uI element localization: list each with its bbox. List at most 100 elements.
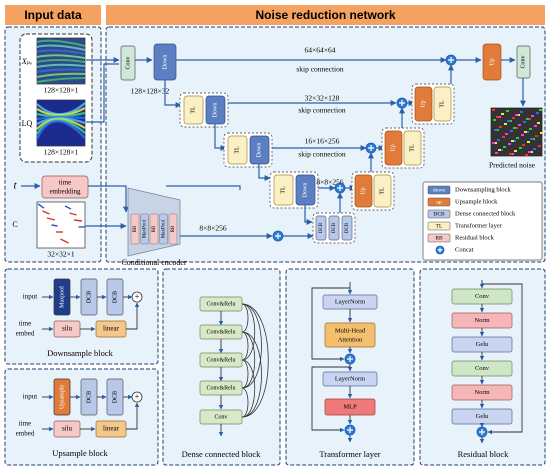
tl3-block: [227, 135, 248, 165]
xp-label: Xₚₒ: [21, 57, 33, 66]
xp-image-texture: [36, 72, 86, 78]
dense-skip-0-4: [241, 303, 269, 418]
legend-tag-tl: TL: [436, 223, 443, 229]
conv-in-label: Conv: [125, 56, 131, 69]
legend-label-0: Downsampling block: [455, 186, 512, 193]
noise-pixel: [502, 136, 505, 138]
upsample-dcb2-label: DCB: [112, 391, 118, 403]
down3-label: Down: [256, 143, 262, 158]
dense-convrelu-label-2: Conv&Relu: [206, 357, 235, 363]
cond-out-dims: 8×8×256: [199, 224, 226, 233]
xp-image-texture: [36, 39, 86, 47]
dense-skip-0-3: [241, 303, 262, 389]
time-to-encoder-arrow: [88, 185, 129, 213]
dense-skip-1-3: [241, 331, 256, 389]
dense-skip-1-4: [241, 331, 262, 418]
noise-pixel: [509, 153, 512, 155]
upsample-title: Upsample block: [52, 448, 108, 458]
legend-concat-icon-cross: [437, 247, 443, 253]
conditional-encoder-label: Conditional encoder: [121, 258, 186, 267]
xp-image-texture: [36, 49, 86, 55]
dense-convrelu-label-0: Conv&Relu: [206, 301, 235, 307]
dense-skip-3-4: [241, 387, 249, 418]
downsample-linear-label: linear: [103, 325, 120, 333]
encoder-layer-label-4: RB: [171, 225, 176, 232]
dense-skip-2-3: [241, 359, 249, 389]
skip1-label: skip connection: [296, 65, 344, 74]
tr-add1-cross: [347, 356, 353, 362]
lq-dims: 128×128×1: [44, 148, 79, 157]
upsample-silu-label: silu: [62, 425, 73, 433]
legend-swatch-up: [427, 197, 451, 207]
t-label: t: [13, 180, 17, 192]
dims-first-label: 128×128×32: [131, 87, 170, 96]
down2-to-stage3-arrow: [214, 124, 227, 151]
noise-pixel: [532, 138, 535, 140]
noise-pixel: [500, 149, 503, 151]
down4-label: Down: [302, 183, 308, 198]
tl-up3-block: [403, 130, 422, 166]
legend-box: [422, 181, 543, 261]
xp-dims: 128×128×1: [44, 86, 79, 95]
conv-out-label: Conv: [520, 55, 526, 68]
rb-layer-label-4: Norm: [474, 389, 489, 396]
c-image-stroke: [42, 210, 50, 215]
noise-pixel: [494, 142, 497, 144]
noise-pixel: [511, 153, 514, 155]
noise-pixel: [496, 116, 499, 118]
tl2-label: TL: [190, 106, 196, 114]
up2-block: [414, 86, 433, 122]
tr-mha-line2: Attention: [338, 336, 363, 343]
noise-pixel: [537, 122, 540, 124]
bottleneck-dcb3: [341, 215, 353, 241]
noise-pixel: [523, 121, 526, 123]
skip1-dims: 64×64×64: [305, 46, 336, 55]
skip3-dims: 16×16×256: [305, 137, 340, 146]
rb-add-cross: [479, 429, 485, 435]
rb-layer-label-1: Norm: [474, 317, 489, 324]
encoder-layer-2: [149, 213, 159, 245]
c-image: [36, 201, 86, 249]
upsample-time-label: time: [19, 420, 31, 428]
c-label: C: [12, 220, 17, 229]
xp-image-texture: [36, 59, 86, 63]
noise-pixel: [528, 118, 531, 120]
upsample-embed-label: embed: [16, 430, 35, 438]
downsample-embed-label: embed: [16, 330, 35, 338]
noise-pixel: [539, 109, 542, 111]
noise-pixel: [518, 124, 521, 126]
noise-pixel: [525, 154, 528, 156]
upsample-linear-arrow: [126, 402, 140, 430]
noise-pixel: [499, 126, 502, 128]
legend-label-5: Concat: [455, 246, 474, 253]
down3-to-stage4-arrow: [258, 164, 271, 181]
downsample-time-label: time: [19, 320, 31, 328]
downsample-linear-arrow: [126, 302, 140, 330]
bottleneck-dcb3-label: DCB: [345, 222, 350, 233]
noise-pixel: [511, 140, 514, 142]
legend-tag-dcb: DCB: [433, 211, 445, 217]
time-to-up-path: [166, 185, 241, 190]
noise-pixel: [497, 139, 500, 141]
time-embedding-line1: time: [59, 179, 71, 187]
up3-label: Up: [390, 144, 396, 151]
tl2-block: [183, 95, 204, 125]
noise-pixel: [505, 133, 508, 135]
noise-pixel: [493, 119, 496, 121]
tl-up3-label: TL: [409, 144, 415, 152]
down2-label: Down: [212, 103, 218, 118]
noise-pixel: [509, 120, 512, 122]
noise-pixel: [529, 128, 532, 130]
tr-res1: [311, 287, 350, 362]
noise-pixel: [504, 123, 507, 125]
encoder-layer-label-3: MaxPool: [162, 219, 167, 238]
tr-layernorm2-label: LayerNorm: [335, 375, 365, 382]
legend-swatch-down: [427, 185, 451, 195]
noise-pixel: [531, 115, 534, 117]
rb-layer-label-0: Conv: [475, 293, 490, 300]
encoder-layer-label-2: RB: [152, 225, 157, 232]
downsample-add-plus: +: [135, 292, 140, 301]
xp-image-texture: [36, 68, 86, 73]
